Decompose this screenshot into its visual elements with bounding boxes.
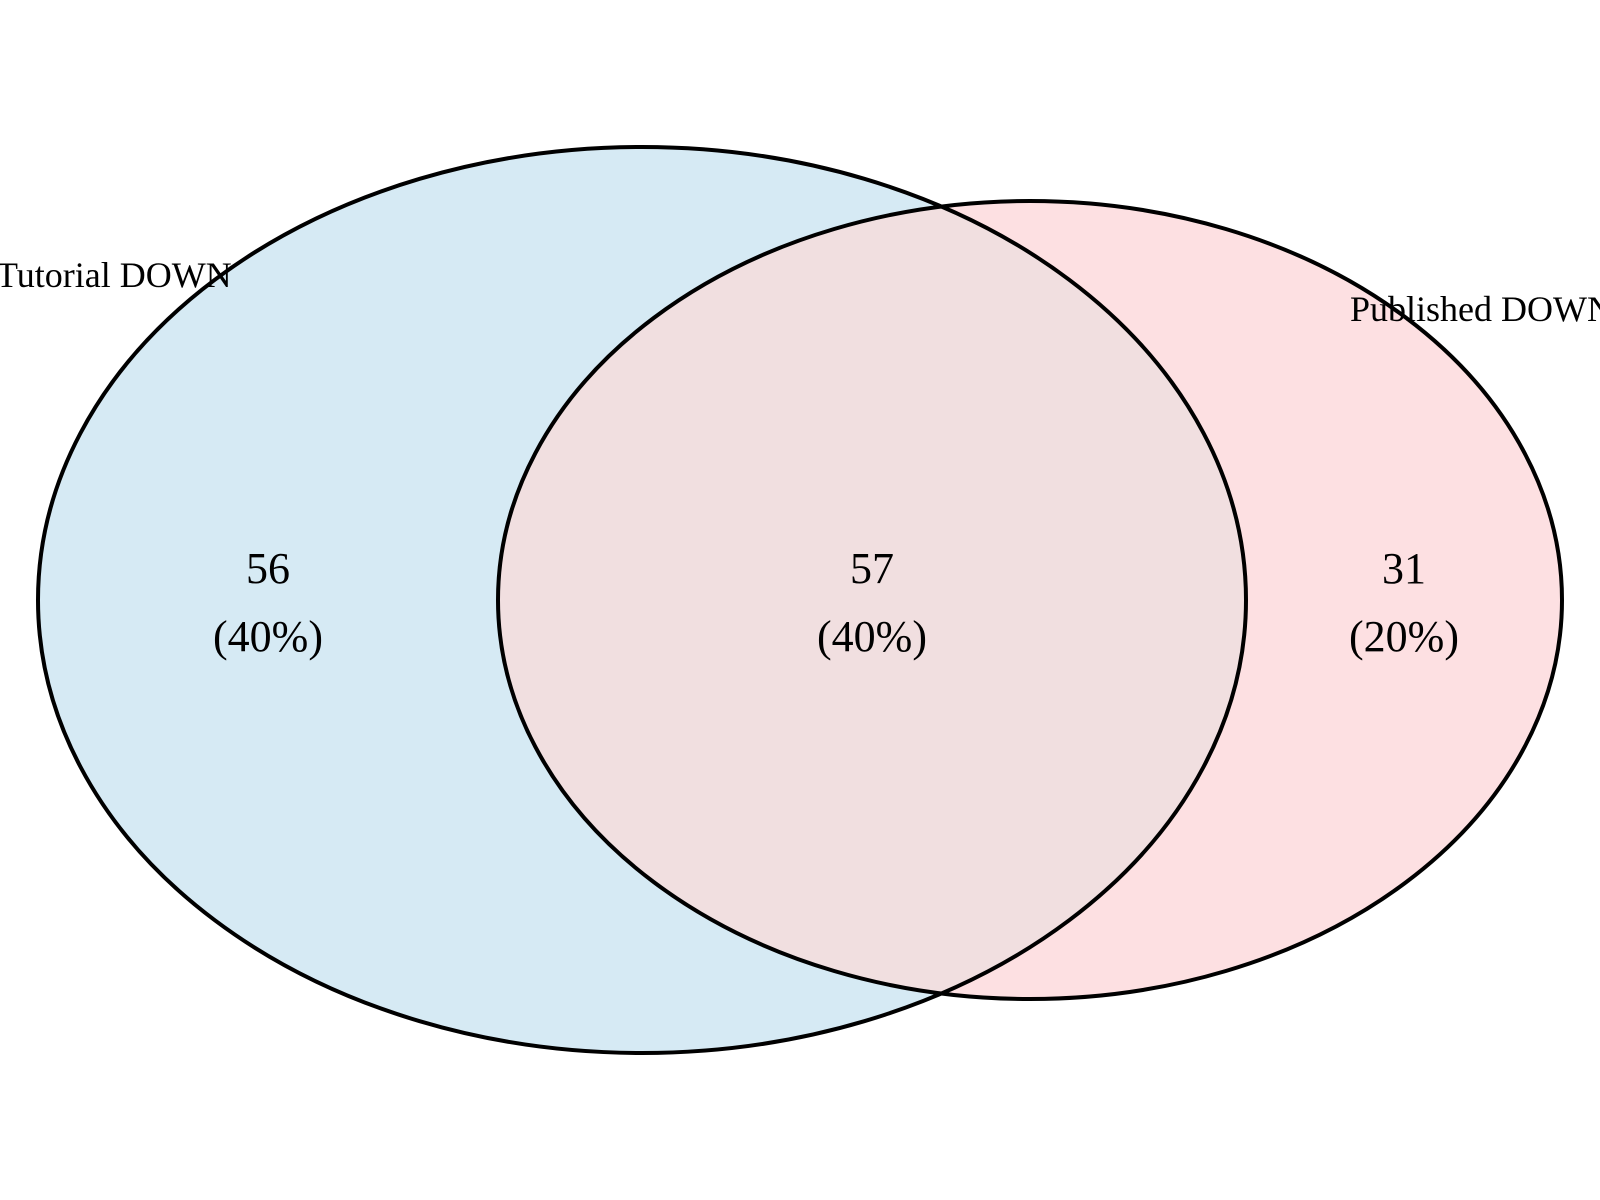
intersection-fill <box>498 201 1246 999</box>
published-only-count: 31 <box>1382 544 1426 593</box>
tutorial-only-count: 56 <box>246 544 290 593</box>
tutorial-down-label: Tutorial DOWN <box>0 255 232 295</box>
published-down-ellipse-outline <box>496 199 1564 1001</box>
intersection-count: 57 <box>850 544 894 593</box>
tutorial-only-percent: (40%) <box>213 612 323 661</box>
intersection-percent: (40%) <box>817 612 927 661</box>
published-only-percent: (20%) <box>1349 612 1459 661</box>
tutorial-down-ellipse-outline <box>36 145 1248 1055</box>
published-down-label: Published DOWN <box>1350 289 1600 329</box>
